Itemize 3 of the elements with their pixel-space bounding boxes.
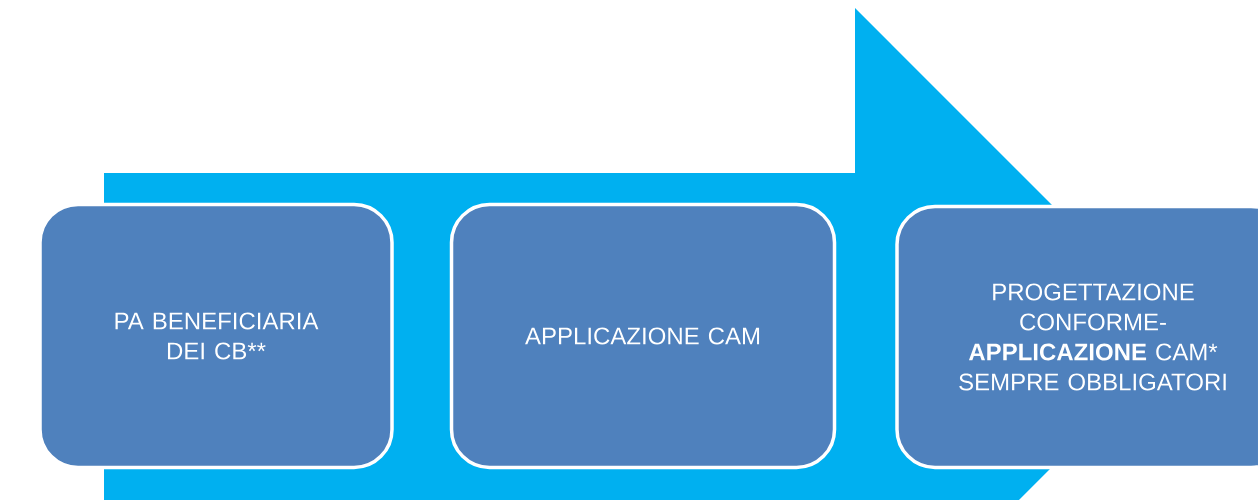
process-box: PA BENEFICIARIA DEI CB** [38, 202, 394, 470]
process-box: APPLICAZIONE CAM [449, 202, 837, 470]
process-box: PROGETTAZIONE CONFORME-APPLICAZIONE CAM* SEMPRE OBBLIGATORI [895, 204, 1258, 470]
